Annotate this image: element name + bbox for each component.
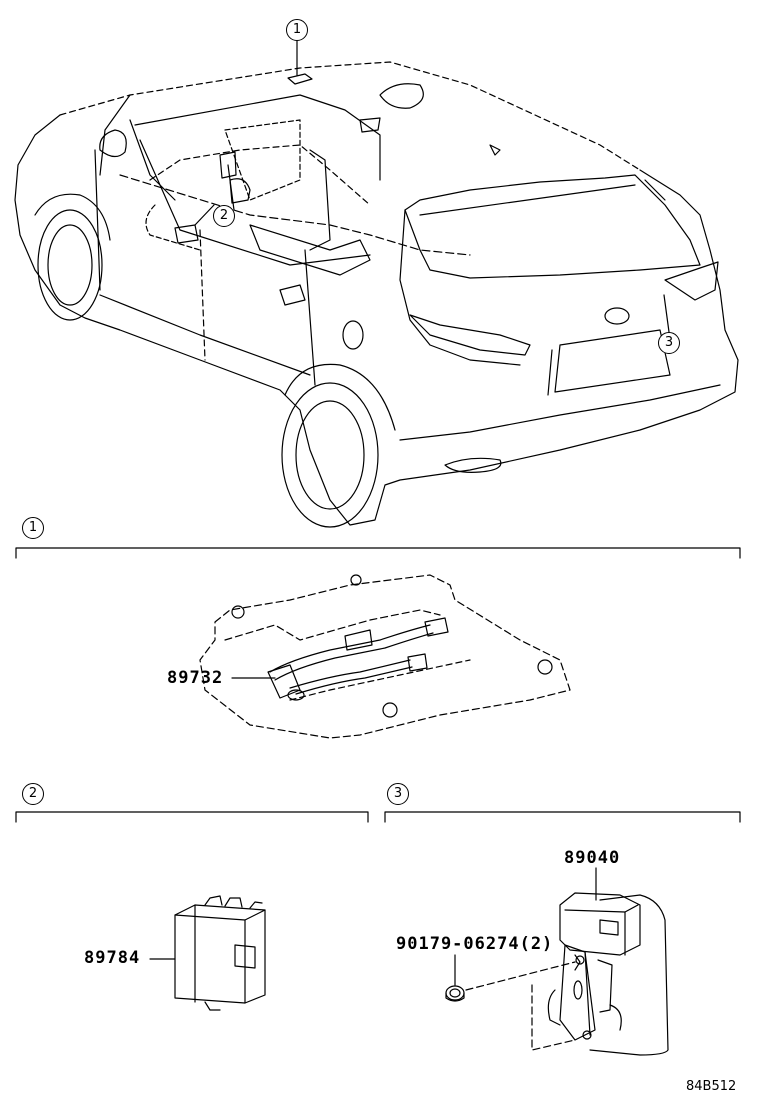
callout-3: 3 [658,332,680,354]
bolt-90179-06274 [445,985,465,1002]
assembly-dashed-leaders [465,961,576,1051]
section-2-bracket [15,811,369,823]
figure-code: 84B512 [686,1079,737,1094]
section-2-marker: 2 [22,783,44,805]
vehicle-illustration [14,40,739,528]
part-number-89784: 89784 [84,948,141,968]
section-3-bracket [384,811,741,823]
ecu-module-89784 [174,895,266,1011]
callout-1: 1 [286,19,308,41]
part-number-89732: 89732 [167,668,224,688]
controller-assembly-89040 [547,892,669,1056]
section-3-marker: 3 [387,783,409,805]
part-number-90179-06274: 90179-06274(2) [396,934,554,954]
callout-2: 2 [213,205,235,227]
section-1-marker: 1 [22,517,44,539]
section-1-bracket [15,547,741,559]
part-number-89040: 89040 [564,848,621,868]
roof-headliner-assembly [199,574,571,739]
